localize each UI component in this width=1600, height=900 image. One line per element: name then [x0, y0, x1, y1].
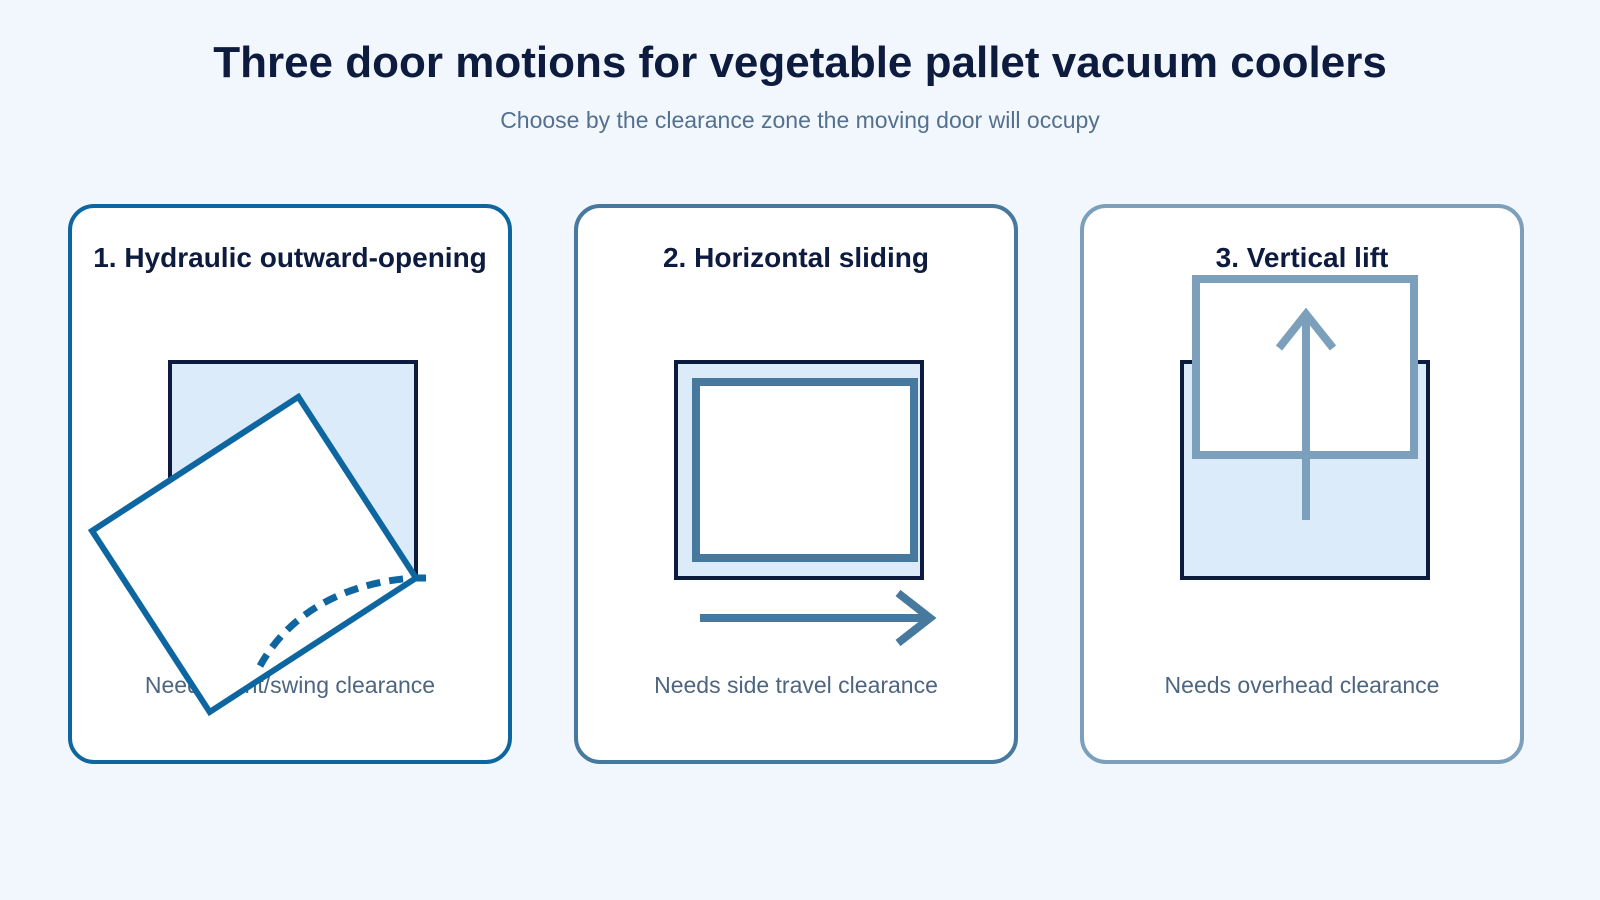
swing-door-diagram — [87, 360, 426, 717]
card-hydraulic-outward-opening: 1. Hydraulic outward-opening Needs front… — [68, 204, 512, 764]
card-vertical-lift: 3. Vertical lift Needs overhead clearanc… — [1080, 204, 1524, 764]
arrow-up-icon — [1275, 307, 1337, 520]
arrow-right-icon — [700, 589, 937, 647]
sliding-door-diagram — [674, 360, 937, 647]
swung-door-panel — [87, 392, 421, 717]
card-title: 3. Vertical lift — [1215, 242, 1389, 273]
page-subtitle: Choose by the clearance zone the moving … — [500, 107, 1100, 133]
card-note: Needs overhead clearance — [1164, 672, 1440, 698]
card-note: Needs side travel clearance — [654, 672, 938, 698]
lift-door-diagram — [1180, 275, 1430, 580]
sliding-door-panel — [692, 378, 918, 562]
swing-arc-dashed — [256, 574, 426, 668]
swing-door-open — [87, 392, 421, 717]
card-horizontal-sliding: 2. Horizontal sliding Needs side travel … — [574, 204, 1018, 764]
card-title: 1. Hydraulic outward-opening — [93, 242, 487, 273]
card-title: 2. Horizontal sliding — [662, 242, 929, 273]
page-title: Three door motions for vegetable pallet … — [213, 38, 1387, 87]
